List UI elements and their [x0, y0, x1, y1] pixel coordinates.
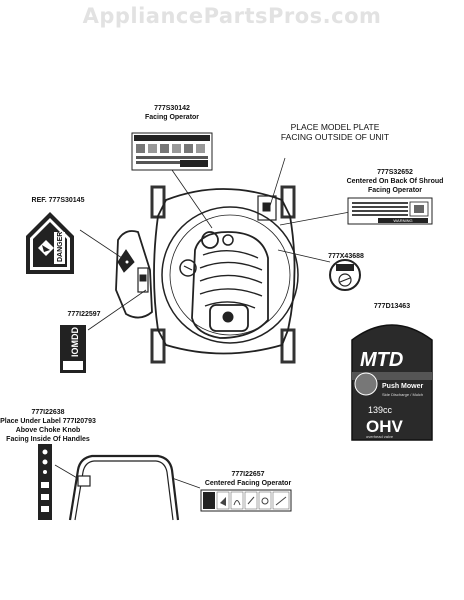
mtd-brand: MTD — [360, 349, 403, 371]
side-label-part: 777I22597 — [67, 311, 101, 318]
ref-label-part: REF. 777S30145 — [31, 197, 85, 204]
mtd-engine: OHV — [366, 417, 404, 436]
mtd-sub: Side Discharge / Mulch — [382, 392, 423, 397]
mtd-product: Push Mower — [382, 383, 424, 390]
watermark: AppliancePartsPros.com — [82, 4, 382, 28]
shroud-label-line1: Centered On Back Of Shroud — [346, 178, 444, 185]
choke-label-line1: Place Under Label 777I20793 — [0, 418, 96, 425]
choke-label-line2: Above Choke Knob — [15, 427, 81, 434]
top-decal — [131, 132, 213, 171]
model-plate-line1: PLACE MODEL PLATE — [290, 122, 380, 132]
mtd-cc: 139cc — [368, 405, 393, 415]
mtd-label-part: 777D13463 — [373, 303, 411, 310]
mower-handle — [68, 454, 180, 521]
wheels — [150, 185, 296, 364]
choke-label-callout: 777I22638 Place Under Label 777I20793 Ab… — [0, 408, 96, 444]
side-decal-text: IOMDD — [70, 327, 80, 357]
mower-deck — [153, 188, 299, 355]
side-decal: IOMDD — [60, 325, 86, 373]
handle-decal — [200, 489, 292, 512]
top-label-note: Facing Operator — [144, 114, 200, 121]
choke-label-part: 777I22638 — [31, 409, 65, 416]
choke-decal — [38, 444, 52, 520]
engine — [179, 231, 269, 339]
leader-lines — [54, 157, 351, 489]
round-label-part: 777X43688 — [328, 253, 364, 260]
choke-label-line3: Facing Inside Of Handles — [6, 436, 90, 443]
top-label-part: 777S30142 — [154, 105, 190, 112]
danger-word: DANGER — [57, 232, 64, 262]
shroud-label-line2: Facing Operator — [367, 187, 423, 194]
top-label-callout: 777S30142 Facing Operator — [142, 104, 202, 122]
discharge-chute — [115, 230, 153, 319]
mtd-decal: MTD Push Mower Side Discharge / Mulch 13… — [351, 324, 433, 441]
shroud-label-callout: 777S32652 Centered On Back Of Shroud Fac… — [330, 168, 460, 195]
mtd-engine-sub: overhead valve — [366, 434, 394, 439]
model-plate-line2: FACING OUTSIDE OF UNIT — [280, 132, 390, 142]
shroud-label-part: 777S32652 — [377, 169, 413, 176]
round-decal — [329, 259, 361, 291]
handle-label-callout: 777I22657 Centered Facing Operator — [196, 470, 300, 488]
round-label-callout: 777X43688 — [318, 252, 374, 261]
side-label-callout: 777I22597 — [54, 310, 114, 319]
warning-word: WARNING — [393, 218, 412, 223]
ref-label-callout: REF. 777S30145 — [18, 196, 98, 205]
model-plate-callout: PLACE MODEL PLATE FACING OUTSIDE OF UNIT — [260, 122, 410, 142]
mtd-label-callout: 777D13463 — [362, 302, 422, 311]
shroud-decal: WARNING — [347, 197, 433, 225]
danger-decal: DANGER — [26, 212, 74, 274]
handle-label-note: Centered Facing Operator — [204, 480, 292, 487]
handle-label-part: 777I22657 — [231, 471, 265, 478]
